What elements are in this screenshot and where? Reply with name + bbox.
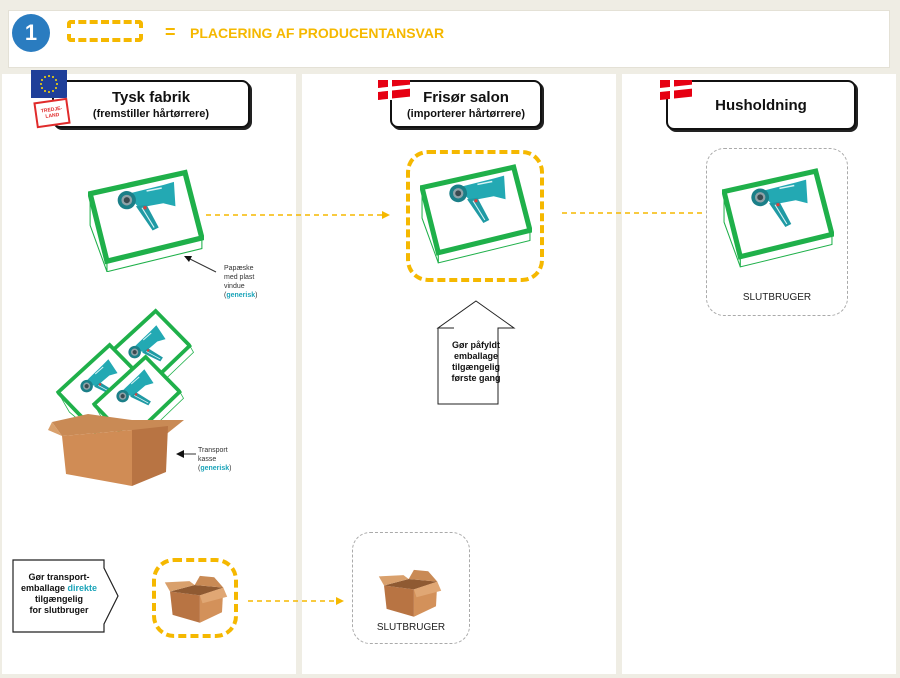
window-box-note: Papæske med plast vindue (generisk) — [224, 264, 257, 300]
callout-up-arrow-shape — [436, 300, 516, 405]
salon-subtitle: (importerer hårtørrere) — [407, 107, 525, 120]
window-box-with-dryer — [420, 160, 532, 264]
callout-line: emballage — [20, 583, 68, 593]
third-country-badge: TREDJE- LAND — [33, 97, 71, 129]
salon-title: Frisør salon — [423, 88, 509, 106]
producer-responsibility-marker — [406, 150, 544, 282]
note-paren: ( — [198, 465, 201, 472]
pointer-arrow-icon — [176, 450, 196, 458]
producer-responsibility-marker — [152, 558, 238, 638]
note-paren: ( — [224, 292, 227, 299]
legend-dashed-box-sample — [67, 20, 143, 42]
factory-title-box: Tysk fabrik (fremstiller hårtørrere) — [52, 80, 250, 128]
note-line: Papæske — [224, 265, 254, 272]
cardboard-box-icon — [378, 569, 442, 617]
cardboard-box-icon — [48, 414, 184, 486]
end-user-label: SLUTBRUGER — [742, 292, 812, 303]
note-line: vindue — [224, 283, 245, 290]
legend-equals: = — [165, 22, 176, 42]
cardboard-box-icon — [164, 575, 228, 623]
note-paren: ) — [229, 465, 232, 472]
flow-arrow — [562, 209, 722, 217]
note-line: Transport — [198, 447, 228, 454]
transport-box-illustration — [46, 302, 204, 486]
legend-label: PLACERING AF PRODUCENTANSVAR — [190, 25, 445, 41]
note-paren: ) — [255, 292, 258, 299]
hair-dryer-icon — [448, 174, 507, 224]
callout-line: Gør transport- — [28, 572, 90, 582]
callout-highlight: direkte — [67, 583, 98, 593]
factory-title: Tysk fabrik — [111, 88, 191, 106]
household-title-box: Husholdning — [666, 80, 856, 130]
flow-arrow — [206, 211, 390, 219]
note-line: kasse — [198, 456, 217, 463]
filled-packaging-callout: Gør påfyldt emballage tilgængelig første… — [438, 340, 514, 384]
callout-line: Gør påfyldt — [451, 340, 500, 350]
third-country-line-2: LAND — [45, 112, 60, 120]
note-line: med plast — [224, 274, 255, 281]
flow-arrow — [248, 597, 344, 605]
callout-line: for slutbruger — [29, 605, 89, 615]
callout-line: første gang — [451, 373, 501, 383]
callout-arrow-shape — [12, 559, 119, 633]
transport-direct-callout: Gør transport- emballage direkte tilgæng… — [14, 572, 104, 616]
salon-title-box: Frisør salon (importerer hårtørrere) — [390, 80, 542, 128]
pointer-arrow-icon — [184, 256, 217, 273]
danish-flag-icon — [378, 80, 410, 100]
household-title: Husholdning — [715, 96, 807, 114]
note-generic: generisk — [200, 465, 230, 472]
factory-subtitle: (fremstiller hårtørrere) — [92, 107, 210, 120]
legend-header — [8, 10, 890, 68]
hair-dryer-icon — [116, 181, 177, 232]
step-number-badge: 1 — [12, 14, 50, 52]
callout-line: tilgængelig — [35, 594, 83, 604]
callout-line: tilgængelig — [452, 362, 500, 372]
danish-flag-icon — [660, 80, 692, 100]
end-user-label: SLUTBRUGER — [376, 622, 446, 633]
transport-box-note: Transport kasse (generisk) — [198, 446, 231, 473]
callout-line: emballage — [453, 351, 499, 361]
window-box-with-dryer — [722, 164, 834, 268]
hair-dryer-icon — [750, 178, 809, 228]
note-generic: generisk — [226, 292, 256, 299]
eu-flag-icon — [31, 70, 67, 98]
